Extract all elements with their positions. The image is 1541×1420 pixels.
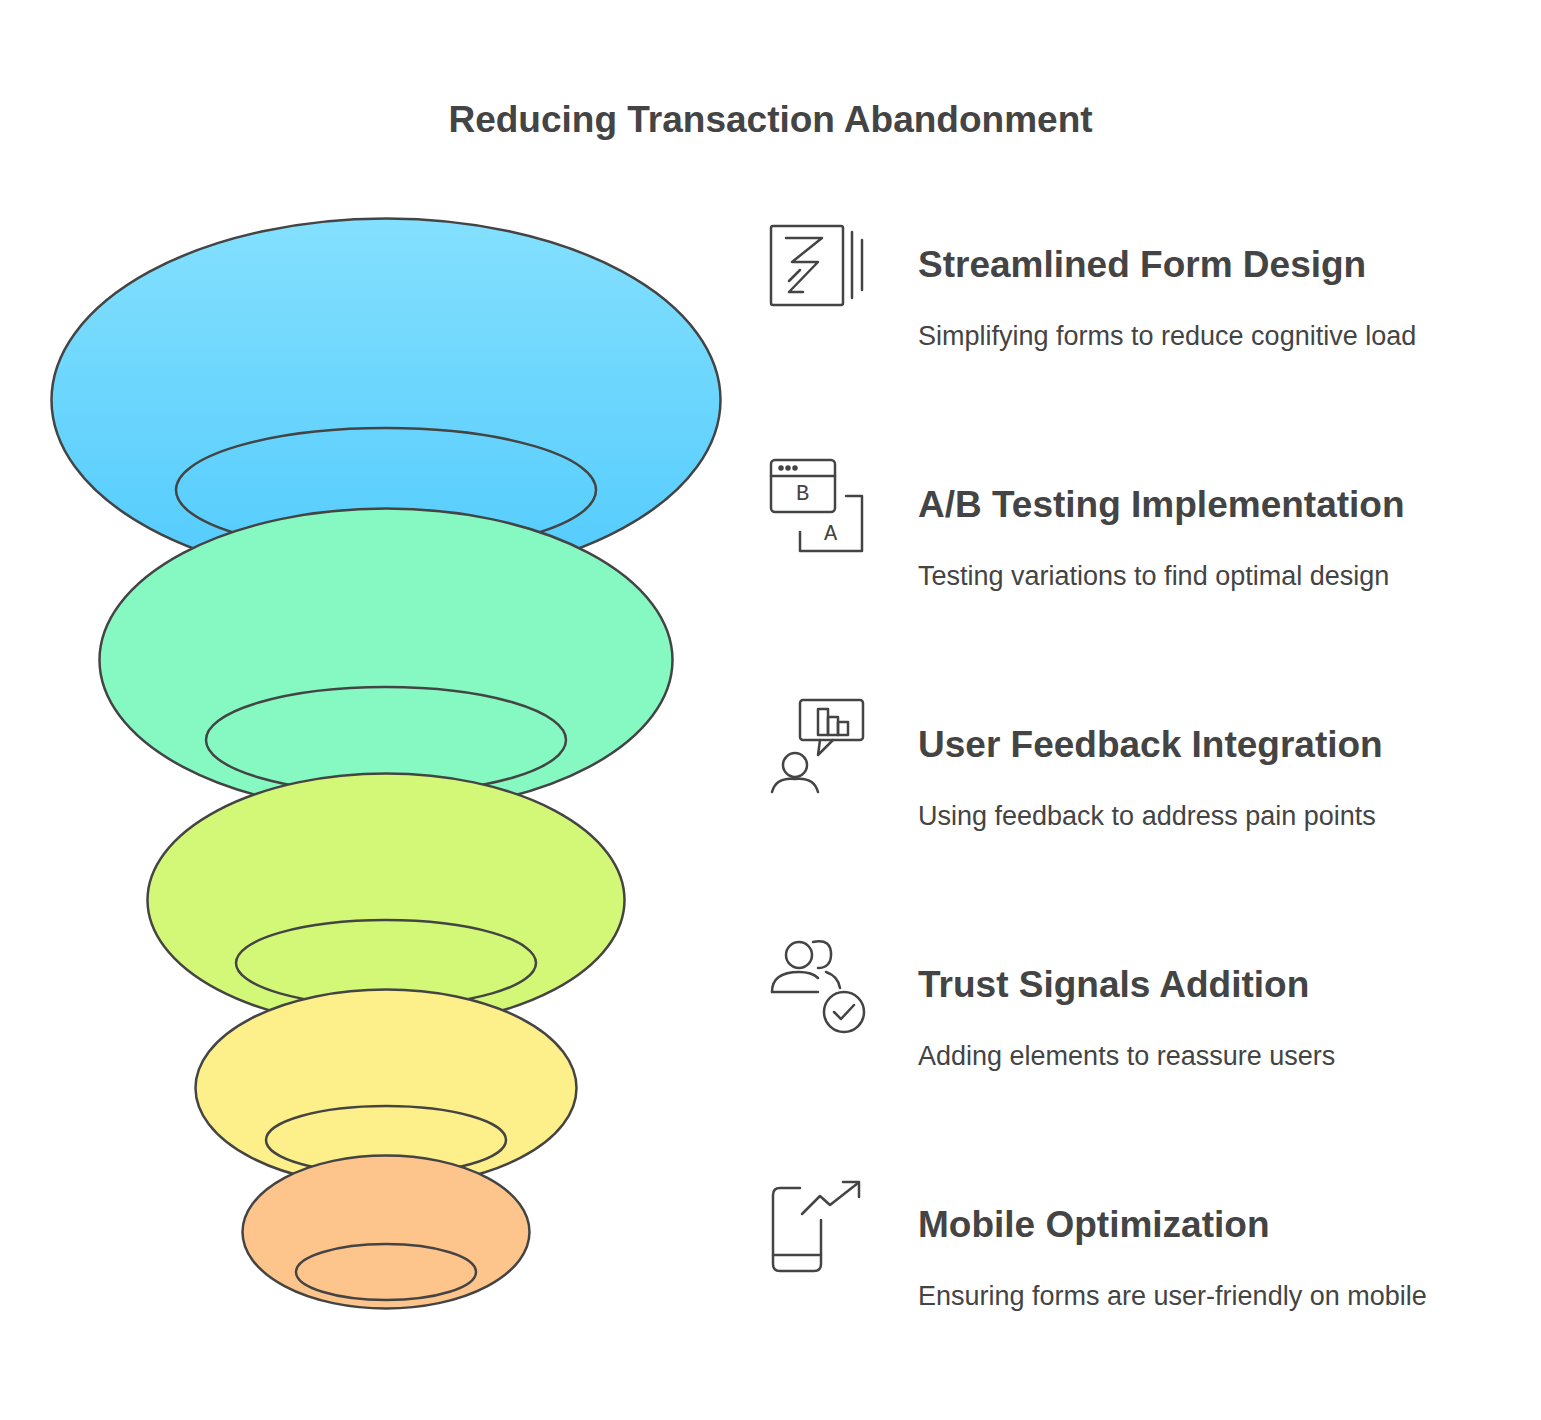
form-glyph <box>789 270 800 281</box>
step-description: Using feedback to address pain points <box>918 799 1538 833</box>
window-bar <box>771 475 835 478</box>
form-glyph <box>786 238 822 292</box>
trend-arrow <box>802 1183 858 1214</box>
check-mark <box>834 1005 854 1019</box>
speech-bubble <box>800 700 863 740</box>
chart-bar <box>828 717 838 735</box>
person-head <box>783 753 807 777</box>
funnel-layer: Mobile OptimizationEnsuring forms are us… <box>241 1154 531 1310</box>
torus-outer <box>243 1156 530 1309</box>
torus-shape <box>98 507 674 813</box>
window-dot <box>794 467 797 470</box>
torus-hole <box>296 1244 476 1300</box>
ab-test-icon <box>771 460 862 551</box>
step-heading: Trust Signals Addition <box>918 963 1309 1007</box>
feedback-icon <box>772 700 863 792</box>
step-description: Ensuring forms are user-friendly on mobi… <box>918 1279 1538 1313</box>
person-body <box>772 779 818 792</box>
phone-line <box>773 1254 821 1257</box>
check-circle <box>824 992 864 1032</box>
step-description: Testing variations to find optimal desig… <box>918 559 1538 593</box>
icon-letter: B <box>796 483 809 507</box>
diagram-title: Reducing Transaction Abandonment <box>0 98 1541 142</box>
icon-letter: A <box>824 523 837 547</box>
step-heading: Streamlined Form Design <box>918 243 1366 287</box>
torus-outer <box>100 509 673 812</box>
step-heading: Mobile Optimization <box>918 1203 1269 1247</box>
window-dot <box>780 467 783 470</box>
form-line <box>861 240 864 290</box>
step-description: Adding elements to reassure users <box>918 1039 1538 1073</box>
form-line <box>851 232 854 298</box>
step-heading: A/B Testing Implementation <box>918 483 1405 527</box>
window-frame <box>771 460 835 512</box>
person-body <box>772 991 818 994</box>
person-body <box>826 972 840 988</box>
person-body <box>772 972 818 992</box>
form-icon <box>771 226 862 305</box>
person-head <box>786 942 812 968</box>
chart-bar <box>838 722 848 735</box>
step-description: Simplifying forms to reduce cognitive lo… <box>918 319 1538 353</box>
person-head <box>813 941 831 968</box>
form-frame <box>771 226 843 305</box>
window-dot <box>787 467 790 470</box>
chart-bar <box>818 709 828 735</box>
trust-icon <box>772 941 864 1032</box>
mobile-icon <box>773 1182 859 1271</box>
torus-shape <box>241 1154 531 1310</box>
bubble-tail <box>818 740 833 755</box>
funnel-layer: A/B Testing ImplementationTesting variat… <box>98 507 674 813</box>
step-heading: User Feedback Integration <box>918 723 1383 767</box>
window-frame <box>800 496 862 551</box>
arrow-head <box>843 1182 859 1197</box>
